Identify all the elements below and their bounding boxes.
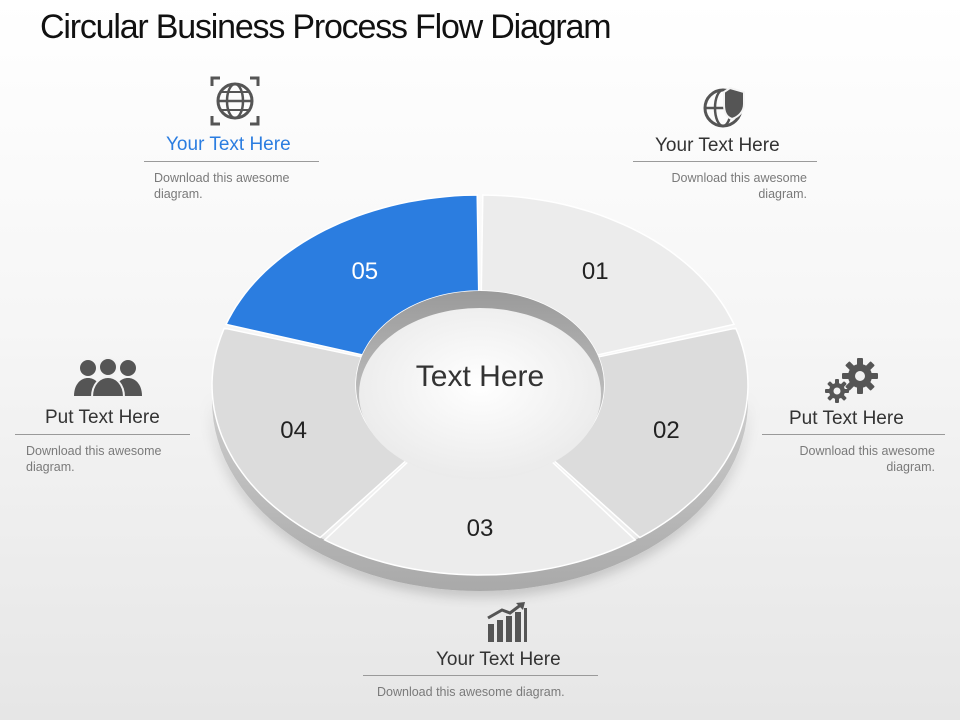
callout-bottom: Your Text Here Download this awesome dia… — [360, 600, 600, 710]
callout-heading: Put Text Here — [45, 407, 160, 428]
gears-icon — [825, 358, 878, 403]
globe-icon — [210, 76, 260, 126]
callout-divider — [762, 434, 945, 435]
callout-description: Download this awesome diagram. — [799, 444, 936, 474]
callout-description: Download this awesome diagram. — [26, 444, 162, 474]
segment-number-01: 01 — [582, 258, 609, 285]
center-label: Text Here — [416, 360, 544, 393]
globe-shield-icon — [703, 86, 745, 128]
callout-top-right: Your Text Here Download this awesome dia… — [630, 80, 820, 210]
page-title: Circular Business Process Flow Diagram — [40, 8, 612, 46]
callout-mid-right: Put Text Here Download this awesome diag… — [760, 354, 950, 479]
ring-labels: 01 02 03 04 05 — [280, 258, 680, 542]
people-icon — [74, 357, 142, 398]
ring-center-hole — [359, 308, 601, 480]
callout-heading: Your Text Here — [436, 649, 561, 670]
segment-number-05: 05 — [351, 258, 378, 285]
callout-description: Download this awesome diagram. — [154, 171, 290, 201]
callout-mid-left: Put Text Here Download this awesome diag… — [15, 356, 195, 476]
segment-number-04: 04 — [280, 417, 307, 444]
callout-heading: Your Text Here — [166, 134, 291, 155]
callout-top-left: Your Text Here Download this awesome dia… — [140, 74, 325, 209]
callout-heading: Put Text Here — [789, 408, 904, 429]
ring-segments — [211, 194, 749, 576]
callout-divider — [633, 161, 817, 162]
ring-segment-05 — [224, 194, 480, 356]
callout-heading: Your Text Here — [655, 135, 780, 156]
bar-chart-icon — [487, 602, 527, 642]
segment-number-03: 03 — [467, 515, 494, 542]
callout-divider — [144, 161, 319, 162]
callout-description: Download this awesome diagram. — [671, 171, 808, 201]
callout-divider — [363, 675, 598, 676]
segment-number-02: 02 — [653, 417, 680, 444]
callout-description: Download this awesome diagram. — [377, 685, 565, 699]
callout-divider — [15, 434, 190, 435]
